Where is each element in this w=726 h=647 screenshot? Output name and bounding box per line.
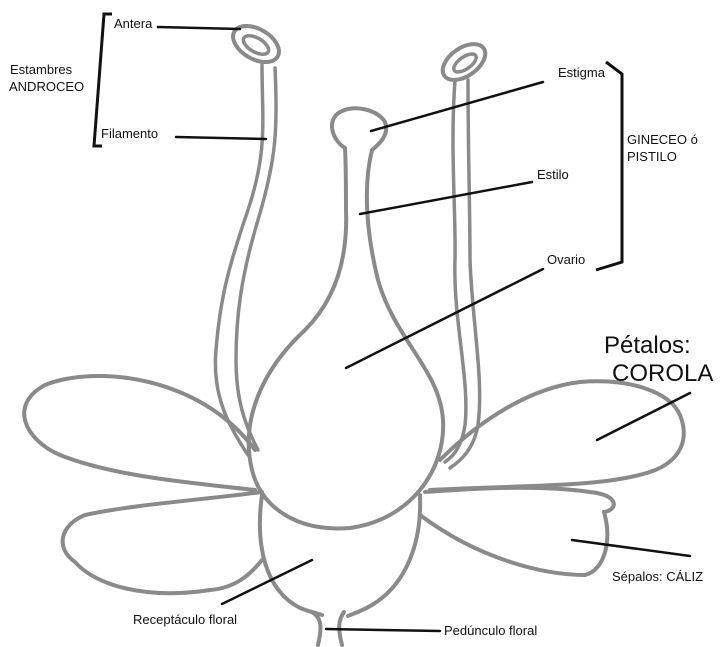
label-petalos: Pétalos:	[604, 332, 691, 359]
leader-ovario	[346, 269, 543, 368]
label-ovario: Ovario	[547, 252, 585, 267]
leader-estigma	[371, 82, 543, 131]
label-sepalos: Sépalos: CÁLIZ	[612, 569, 703, 584]
label-estilo: Estilo	[537, 167, 569, 182]
label-estigma: Estigma	[558, 65, 606, 80]
label-pedunculo: Pedúnculo floral	[444, 623, 537, 638]
leader-caliz	[572, 540, 690, 556]
leader-estilo	[360, 182, 532, 214]
leader-filamento	[176, 137, 266, 139]
right-anther	[436, 37, 491, 87]
right-petal	[430, 381, 684, 490]
label-estambres: Estambres	[10, 62, 73, 77]
label-antera: Antera	[114, 16, 153, 31]
label-gineceo: GINECEO ó	[627, 132, 698, 147]
pistil	[249, 108, 443, 528]
left-filament-edge	[236, 68, 276, 450]
leader-corola	[597, 393, 690, 440]
label-androceo: ANDROCEO	[9, 79, 84, 94]
left-sepal	[63, 492, 262, 593]
label-pistilo: PISTILO	[627, 149, 677, 164]
flower-drawing	[24, 19, 684, 645]
label-corola: COROLA	[612, 360, 713, 387]
right-filament	[445, 80, 466, 462]
gineceo-bracket	[596, 62, 622, 270]
right-sepal	[420, 488, 614, 575]
leader-antera	[158, 27, 240, 29]
label-filamento: Filamento	[101, 126, 158, 141]
left-anther	[227, 19, 285, 70]
leader-pedunculo	[326, 629, 440, 631]
label-receptaculo: Receptáculo floral	[133, 612, 237, 627]
